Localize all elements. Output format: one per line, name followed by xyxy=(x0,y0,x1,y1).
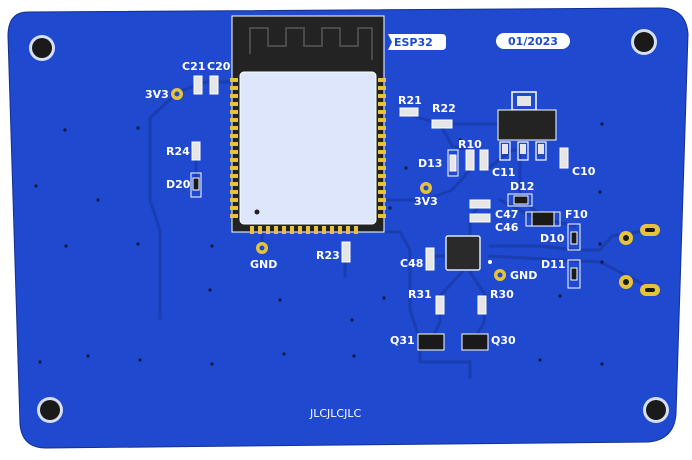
label-r23: R23 xyxy=(316,249,340,262)
label-d20: D20 xyxy=(166,178,191,191)
q31-part xyxy=(417,333,445,351)
label-d11: D11 xyxy=(541,258,565,271)
label-q31: Q31 xyxy=(390,334,415,347)
label-c21: C21 xyxy=(182,60,205,73)
d11-part xyxy=(567,259,581,289)
label-r21: R21 xyxy=(398,94,422,107)
esp32-shield-can xyxy=(239,71,377,225)
label-c10: C10 xyxy=(572,165,596,178)
label-r22: R22 xyxy=(432,102,456,115)
label-q30: Q30 xyxy=(491,334,516,347)
label-d10: D10 xyxy=(540,232,565,245)
d13-part xyxy=(447,149,459,177)
date-badge: 01/2023 xyxy=(496,33,570,49)
label-d13: D13 xyxy=(418,157,442,170)
board-order-number: JLCJLCJLC xyxy=(309,407,361,420)
esp32-badge: ESP32 xyxy=(388,34,446,50)
r22-part xyxy=(431,119,453,129)
passives xyxy=(190,75,581,351)
label-c46: C46 xyxy=(495,221,519,234)
label-3v3-left: 3V3 xyxy=(145,88,169,101)
mounting-holes xyxy=(29,29,669,423)
qfn-ic xyxy=(445,235,492,271)
c46-part xyxy=(469,213,491,223)
vias xyxy=(34,122,604,366)
label-gnd-right: GND xyxy=(510,269,537,282)
label-r31: R31 xyxy=(408,288,432,301)
label-d12: D12 xyxy=(510,180,534,193)
label-3v3-right: 3V3 xyxy=(414,195,438,208)
silkscreen-labels: C21 C20 3V3 R24 D20 GND R23 R21 R22 D13 … xyxy=(145,60,596,420)
test-pads xyxy=(171,88,660,296)
label-c20: C20 xyxy=(207,60,231,73)
label-c48: C48 xyxy=(400,257,423,270)
d10-part xyxy=(567,223,581,251)
r10-part xyxy=(465,149,475,171)
r23-part xyxy=(341,241,351,263)
esp32-module xyxy=(230,15,386,234)
label-r24: R24 xyxy=(166,145,190,158)
label-f10: F10 xyxy=(565,208,588,221)
r31-part xyxy=(435,295,445,315)
r30-part xyxy=(477,295,487,315)
r24-part xyxy=(191,141,201,161)
c20-part xyxy=(209,75,219,95)
r21-part xyxy=(399,107,419,117)
c11-part xyxy=(479,149,489,171)
c10-part xyxy=(559,147,569,169)
q30-part xyxy=(461,333,489,351)
c21-part xyxy=(193,75,203,95)
label-r10: R10 xyxy=(458,138,482,151)
c47-part xyxy=(469,199,491,209)
date-label: 01/2023 xyxy=(508,35,558,48)
esp32-label: ESP32 xyxy=(394,36,433,49)
label-gnd-left: GND xyxy=(250,258,277,271)
label-c47: C47 xyxy=(495,208,518,221)
voltage-regulator xyxy=(497,91,557,161)
d20-part xyxy=(190,172,202,198)
c48-part xyxy=(425,247,435,271)
label-r30: R30 xyxy=(490,288,514,301)
label-c11: C11 xyxy=(492,166,515,179)
d12-part xyxy=(507,193,533,207)
